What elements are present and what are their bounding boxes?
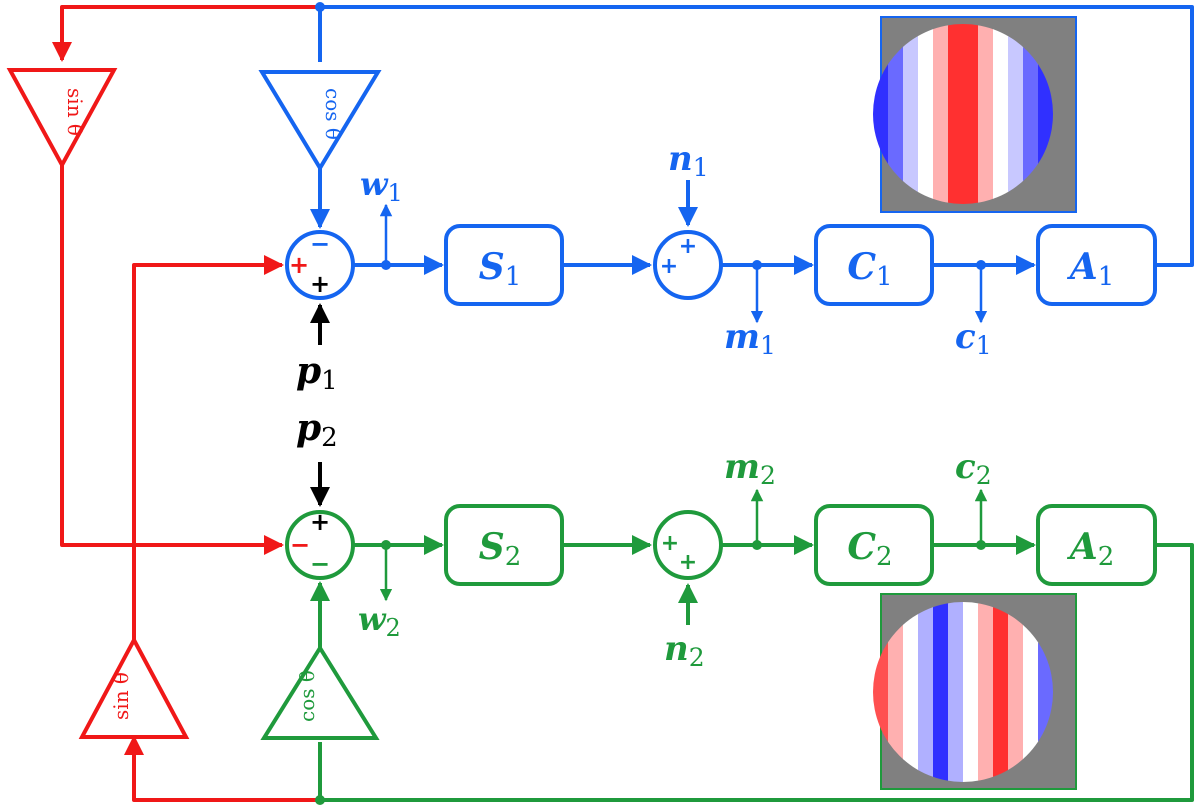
summing-junction-1a: − + + xyxy=(285,230,355,300)
summing-junction-2b: + + xyxy=(653,510,723,580)
stripe xyxy=(918,602,934,782)
m2-label: m2 xyxy=(724,447,776,490)
mode-image-2 xyxy=(873,593,1077,790)
wire-sin1-to-sum2 xyxy=(60,165,284,555)
svg-text:S2: S2 xyxy=(479,526,522,572)
summing-junction-2a: + − − xyxy=(285,508,355,580)
cos-gain-2: cos θ xyxy=(260,644,380,740)
svg-text:sin θ: sin θ xyxy=(109,672,133,720)
stripe xyxy=(903,24,919,204)
stripe xyxy=(933,24,949,204)
cos-gain-1: cos θ xyxy=(258,70,382,172)
svg-text:A2: A2 xyxy=(1067,526,1114,572)
block-C2: C2 xyxy=(814,504,934,586)
w2-label: w2 xyxy=(358,600,401,642)
block-C1: C1 xyxy=(814,224,934,306)
wire-sin2-to-sum1 xyxy=(132,255,284,640)
stripe xyxy=(888,24,904,204)
stripe xyxy=(1023,602,1039,782)
feedback-wire-2 xyxy=(318,543,1194,802)
svg-text:+: + xyxy=(679,550,697,575)
svg-text:+: + xyxy=(310,508,330,536)
svg-text:−: − xyxy=(290,531,310,559)
stripe xyxy=(888,602,904,782)
svg-text:−: − xyxy=(310,230,330,258)
svg-text:cos θ: cos θ xyxy=(295,670,319,722)
stripe xyxy=(963,602,979,782)
p2-label: p2 xyxy=(296,407,338,453)
stripe xyxy=(993,24,1009,204)
c2-label: c2 xyxy=(955,447,992,490)
svg-text:sin θ: sin θ xyxy=(63,88,87,136)
labels-2: w2 n2 m2 c2 xyxy=(358,447,992,672)
stripe xyxy=(933,602,949,782)
input-labels: p1 p2 xyxy=(296,350,338,453)
sin-gain-2: sin θ xyxy=(78,635,190,739)
n2-label: n2 xyxy=(664,629,705,672)
svg-text:+: + xyxy=(660,254,678,279)
wire-to-sin1 xyxy=(52,5,320,62)
stripe xyxy=(978,602,994,782)
mode-image-1 xyxy=(873,16,1077,213)
svg-text:+: + xyxy=(679,234,697,259)
svg-text:+: + xyxy=(289,251,309,279)
svg-text:+: + xyxy=(310,270,330,298)
stripe xyxy=(993,602,1009,782)
w1-label: w1 xyxy=(360,165,403,207)
stripe xyxy=(948,602,964,782)
labels-1: w1 n1 m1 c1 xyxy=(360,139,992,360)
stripe xyxy=(978,24,994,204)
n1-label: n1 xyxy=(668,139,709,182)
block-A2: A2 xyxy=(1036,504,1157,586)
summing-junction-1b: + + xyxy=(653,230,723,300)
wire-to-sin2 xyxy=(124,735,320,802)
block-S1: S1 xyxy=(444,224,564,306)
stripe xyxy=(903,602,919,782)
block-A1: A1 xyxy=(1036,224,1157,306)
svg-text:C2: C2 xyxy=(847,526,892,572)
m1-label: m1 xyxy=(724,317,776,360)
stripe xyxy=(948,24,964,204)
sin-gain-1: sin θ xyxy=(6,68,118,170)
stripe xyxy=(1008,602,1024,782)
stripe xyxy=(918,24,934,204)
c1-label: c1 xyxy=(955,317,992,360)
junctions-1 xyxy=(315,2,986,270)
svg-text:C1: C1 xyxy=(847,246,892,292)
svg-text:S1: S1 xyxy=(479,246,522,292)
block-S2: S2 xyxy=(444,504,564,586)
channel-2 xyxy=(310,488,1194,802)
svg-text:A1: A1 xyxy=(1067,246,1114,292)
stripe xyxy=(1023,24,1039,204)
junctions-2 xyxy=(315,540,986,805)
p1-label: p1 xyxy=(296,350,338,396)
svg-text:−: − xyxy=(310,550,330,578)
svg-text:+: + xyxy=(661,531,679,556)
stripe xyxy=(963,24,979,204)
red-cross-coupling xyxy=(52,5,320,802)
stripe xyxy=(1008,24,1024,204)
feedback-wire-1 xyxy=(318,5,1194,267)
svg-text:cos θ: cos θ xyxy=(321,88,345,140)
